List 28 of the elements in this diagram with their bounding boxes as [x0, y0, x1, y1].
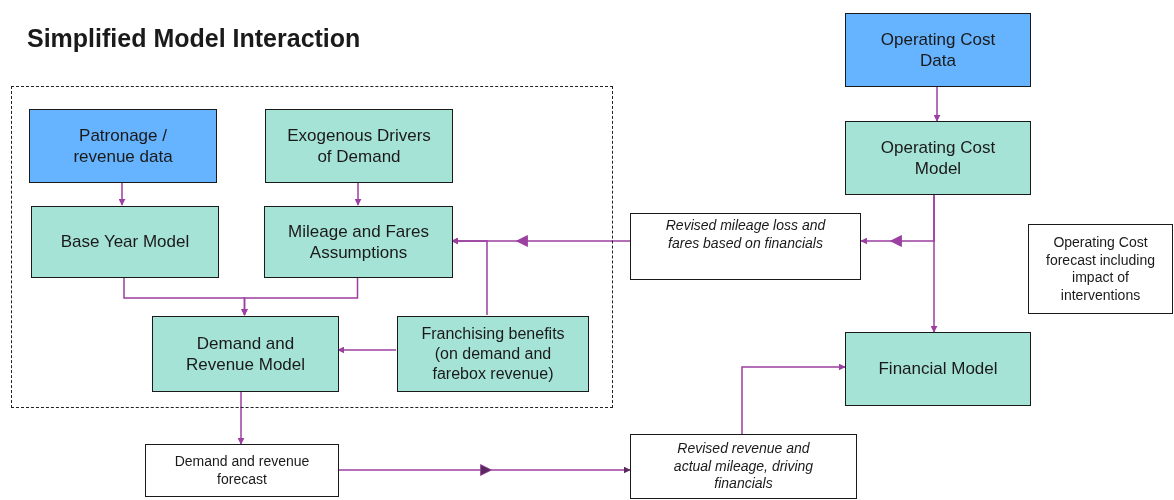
box-label: Mileage and Fares Assumptions	[287, 220, 430, 264]
dashed-group-frame	[11, 86, 613, 408]
process-box	[397, 316, 589, 392]
process-box	[630, 213, 861, 280]
process-box	[152, 316, 339, 392]
process-box	[29, 109, 217, 183]
process-box	[630, 434, 857, 499]
process-box	[1028, 224, 1173, 314]
box-label: Demand and revenue forecast	[173, 453, 311, 488]
process-box	[31, 206, 219, 278]
box-label: Operating Cost Model	[879, 136, 997, 180]
box-label: Operating Cost forecast including impact of interventions	[1045, 234, 1156, 304]
box-label: Franchising benefits (on demand and farebox revenue)	[420, 324, 566, 384]
process-box	[264, 206, 453, 278]
process-box	[845, 13, 1031, 87]
box-label: Demand and Revenue Model	[184, 332, 307, 376]
box-label: Revised mileage loss and fares based on financials	[664, 217, 827, 252]
box-label: Financial Model	[878, 358, 998, 380]
process-box	[265, 109, 453, 183]
process-box	[845, 121, 1031, 195]
box-label: Base Year Model	[60, 231, 190, 253]
diagram-title: Simplified Model Interaction	[27, 24, 361, 53]
box-label: Patronage / revenue data	[72, 124, 174, 168]
process-box	[845, 332, 1031, 406]
box-label: Exogenous Drivers of Demand	[286, 124, 432, 168]
box-label: Operating Cost Data	[879, 28, 997, 72]
box-label: Revised revenue and actual mileage, driving financials	[672, 440, 815, 493]
process-box	[145, 444, 339, 497]
